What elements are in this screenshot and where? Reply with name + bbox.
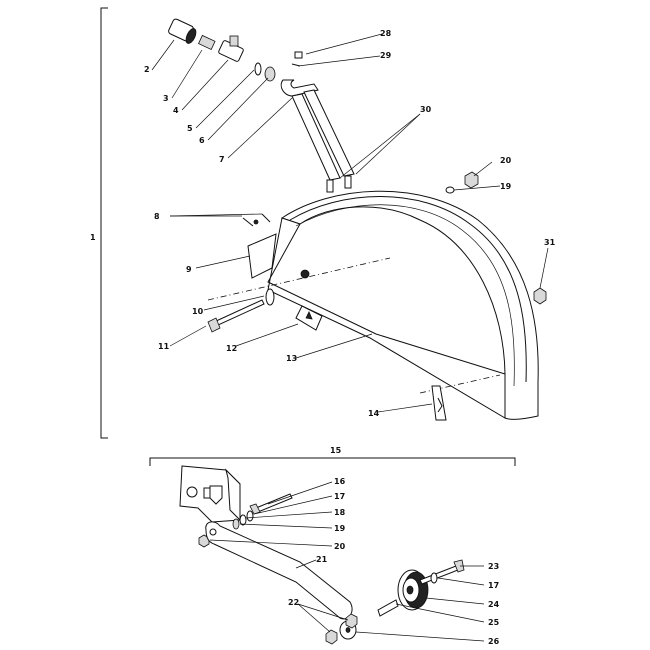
nozzle-tube-part-7: [280, 79, 355, 193]
leader-lines-main: [151, 33, 549, 413]
callout-30: 30: [420, 105, 432, 114]
bolt-part-16: [249, 493, 293, 515]
wheel-part-24: [397, 569, 429, 611]
bolt-part-23: [419, 559, 465, 585]
callout-20-top: 20: [500, 156, 512, 165]
callout-5: 5: [187, 124, 193, 133]
callout-1: 1: [90, 233, 96, 242]
assembly-bracket-15: 15: [149, 446, 516, 466]
washer-part-19-top: [445, 186, 455, 194]
callout-25: 25: [488, 618, 500, 627]
screw-part-8: [242, 213, 271, 227]
nut-part-20-top: [464, 171, 479, 189]
label-part-14: [431, 385, 447, 421]
callout-15: 15: [330, 446, 342, 455]
washer-part-10: [265, 288, 275, 306]
nut-part-31: [533, 287, 547, 305]
callout-21: 21: [316, 555, 328, 564]
callout-12: 12: [226, 344, 237, 353]
nut-part-6: [264, 66, 276, 82]
callout-2: 2: [144, 65, 150, 74]
callout-20-bottom: 20: [334, 542, 346, 551]
callout-22: 22: [288, 598, 299, 607]
callout-16: 16: [334, 477, 346, 486]
valve-part-4: [218, 35, 244, 62]
coupling-part-3: [198, 34, 216, 51]
callout-23: 23: [488, 562, 499, 571]
callout-28: 28: [380, 29, 392, 38]
callout-3: 3: [163, 94, 169, 103]
assembly-bracket-1: 1: [90, 7, 108, 439]
part-28-pin: [294, 51, 303, 59]
callout-29: 29: [380, 51, 392, 60]
callout-13: 13: [286, 354, 297, 363]
plate-part-9: [247, 233, 277, 279]
callout-11: 11: [158, 342, 170, 351]
callout-31: 31: [544, 238, 556, 247]
leader-lines-lower: [209, 481, 485, 642]
callout-26: 26: [488, 637, 500, 646]
washer-part-17-bottom: [430, 572, 438, 584]
nut-part-20-bottom: [198, 534, 210, 548]
washer-part-18: [239, 514, 247, 526]
callout-19-bottom: 19: [334, 524, 346, 533]
callout-19-top: 19: [500, 182, 512, 191]
washer-part-19-bottom: [232, 518, 240, 530]
callout-24: 24: [488, 600, 500, 609]
callout-7: 7: [219, 155, 225, 164]
washer-part-5: [254, 62, 262, 76]
label-part-12: [295, 305, 323, 331]
bolt-part-11: [207, 299, 265, 333]
arm-part-21: [205, 521, 353, 620]
callout-4: 4: [173, 106, 179, 115]
washer-part-17-top: [246, 510, 254, 522]
callout-18: 18: [334, 508, 346, 517]
callout-9: 9: [186, 265, 192, 274]
callout-17-bottom: 17: [488, 581, 499, 590]
mount-bracket: [179, 465, 241, 523]
callout-17-top: 17: [334, 492, 345, 501]
callout-10: 10: [192, 307, 204, 316]
spacer-part-25: [377, 599, 399, 617]
callout-14: 14: [368, 409, 380, 418]
nut-part-22: [325, 613, 358, 645]
coupling-part-2: [168, 18, 197, 44]
blade-guard-part-13: [267, 190, 539, 420]
callout-8: 8: [154, 212, 160, 221]
callout-6: 6: [199, 136, 205, 145]
